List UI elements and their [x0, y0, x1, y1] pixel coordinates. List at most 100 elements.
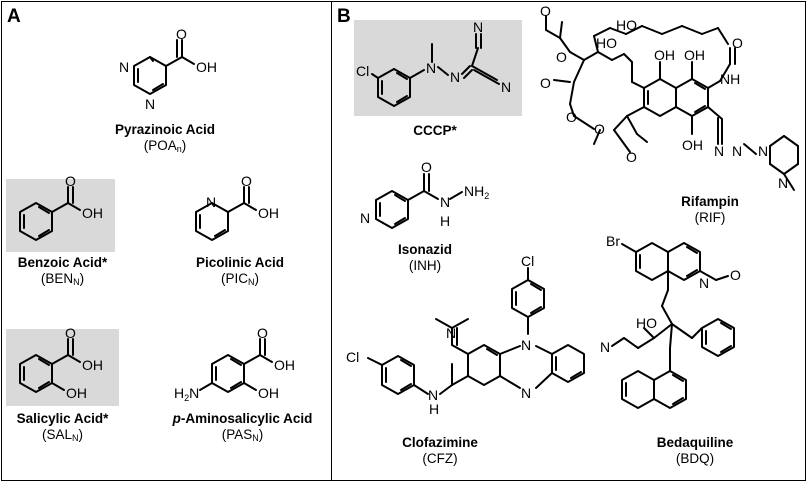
abbr-subscript: N [72, 433, 79, 443]
amine-nitrogen: N [428, 387, 438, 403]
quinoline-nitrogen: N [699, 275, 709, 291]
ring-nitrogen: N [206, 194, 216, 210]
compound-name: Bedaquiline [656, 435, 734, 450]
clofazimine-structure: Cl N N N N H Cl [346, 253, 585, 417]
terminal-amine: NH2 [464, 183, 489, 201]
compound-name: Salicylic Acid* [16, 411, 109, 426]
hydroxyl-label: OH [196, 59, 217, 75]
panel-divider [331, 1, 332, 481]
rif-furan-oxygen: O [594, 121, 605, 137]
isoniazid-structure: O N H NH2 N [360, 159, 489, 229]
rif-hydroxyl-1: OH [684, 47, 705, 63]
carbonyl-oxygen: O [65, 173, 76, 189]
phenazine-nitrogen-2: N [521, 385, 531, 401]
rif-amide-nh: NH [720, 71, 740, 87]
benzoic-acid-label: Benzoic Acid* (BENN) [0, 255, 125, 290]
isoniazid-label: Isonazid (INH) [380, 242, 470, 274]
hydroxyl-label: OH [82, 205, 103, 221]
abbr-subscript: N [252, 433, 259, 443]
compound-name: Isonazid [397, 242, 452, 257]
compound-abbr: (INH) [408, 258, 442, 273]
rif-piperazine-nitrogen-1: N [758, 143, 768, 159]
pyrazinoic-acid-structure: O OH N N [119, 26, 217, 112]
hydrazide-hydrogen: H [440, 213, 450, 229]
p-aminosalicylic-acid-label: p-Aminosalicylic Acid (PASN) [172, 411, 313, 443]
cccp-label: CCCP* [395, 123, 475, 139]
picolinic-acid-label: Picolinic Acid (PICN) [180, 255, 300, 290]
phenol-hydroxyl-label: OH [258, 385, 279, 401]
carbonyl-oxygen: O [65, 325, 76, 341]
abbr-subscript: N [73, 277, 80, 287]
benzoic-acid-structure: O OH [19, 173, 103, 241]
compound-name: Rifampin [681, 194, 739, 209]
bromine-label: Br [606, 233, 620, 249]
compound-name: Clofazimine [402, 435, 478, 450]
rif-methoxy-oxygen: O [540, 75, 551, 91]
clofazimine-label: Clofazimine (CFZ) [385, 435, 495, 467]
bedaquiline-label: Bedaquiline (BDQ) [640, 435, 750, 467]
dimethylamine-nitrogen: N [600, 339, 610, 355]
rif-hydroxyl-5: HO [596, 35, 617, 51]
rifampin-label: Rifampin (RIF) [665, 194, 755, 226]
carbonyl-oxygen: O [241, 173, 252, 189]
carbonyl-oxygen: O [421, 159, 432, 175]
hydrazide-nitrogen: N [440, 194, 450, 210]
compound-abbr: BEN [45, 271, 74, 286]
rif-ketone-oxygen: O [626, 149, 637, 165]
chlorine-label: Cl [521, 253, 534, 269]
hydroxyl-label: OH [258, 205, 279, 221]
azo-nitrogen: N [450, 69, 460, 85]
compound-abbr: (BDQ) [675, 451, 715, 466]
hydroxyl-label: HO [636, 315, 657, 331]
compound-abbr: PIC [225, 271, 248, 286]
imine-nitrogen: N [446, 325, 456, 341]
amine-nitrogen: N [426, 60, 436, 76]
compound-name: CCCP* [413, 123, 457, 138]
bedaquiline-structure: Br N O HO N [600, 233, 741, 409]
rif-hydroxyl-4: HO [616, 17, 637, 33]
carbonyl-oxygen: O [257, 325, 268, 341]
rif-hydroxyl-3: OH [682, 137, 703, 153]
rifampin-structure: OH OH OH NH O O O N N N N HO HO O O O O [540, 3, 799, 191]
panel-a-letter: A [7, 6, 21, 27]
abbr-subscript: n [176, 144, 182, 154]
ring-nitrogen: N [360, 210, 370, 226]
rif-piperazine-nitrogen-2: N [778, 175, 788, 191]
ring-nitrogen-2: N [145, 96, 155, 112]
amine-hydrogen: H [429, 401, 439, 417]
compound-name: Pyrazinoic Acid [114, 122, 216, 137]
compound-abbr: PAS [226, 427, 253, 442]
hydroxyl-label: OH [82, 357, 103, 373]
compound-name: -Aminosalicylic Acid [180, 411, 313, 426]
compound-abbr: (RIF) [694, 210, 726, 225]
methoxy-oxygen: O [730, 267, 741, 283]
ring-nitrogen-1: N [119, 59, 129, 75]
hydroxyl-label: OH [274, 357, 295, 373]
compound-name: Picolinic Acid [195, 255, 285, 270]
p-aminosalicylic-acid-structure: O OH OH H2N [174, 325, 295, 403]
compound-abbr: POA [148, 138, 177, 153]
nitrile-nitrogen-2: N [501, 79, 511, 95]
cccp-structure: Cl N N N N [356, 19, 511, 107]
picolinic-acid-structure: O OH N [195, 173, 279, 241]
amine-label: H2N [174, 385, 199, 403]
rif-amide-oxygen: O [732, 35, 743, 51]
rif-ether-oxygen: O [566, 109, 577, 125]
nitrile-nitrogen-1: N [473, 19, 483, 35]
salicylic-acid-label: Salicylic Acid* (SALN) [0, 411, 125, 446]
carbonyl-oxygen: O [176, 26, 187, 42]
rif-acetyl-oxygen: O [540, 3, 551, 19]
pyrazinoic-acid-label: Pyrazinoic Acid (POAn) [95, 122, 235, 157]
phenazine-nitrogen-1: N [521, 337, 531, 353]
compound-abbr: SAL [46, 427, 73, 442]
chlorine-label-2: Cl [346, 349, 359, 365]
phenol-hydroxyl-label: OH [66, 385, 87, 401]
compound-name: Benzoic Acid* [17, 255, 108, 270]
abbr-subscript: N [248, 277, 255, 287]
rif-hydroxyl-2: OH [654, 47, 675, 63]
compound-abbr: (CFZ) [422, 451, 458, 466]
chlorine-label: Cl [356, 63, 369, 79]
rif-ester-oxygen: O [556, 49, 567, 65]
panel-b-letter: B [337, 6, 351, 27]
